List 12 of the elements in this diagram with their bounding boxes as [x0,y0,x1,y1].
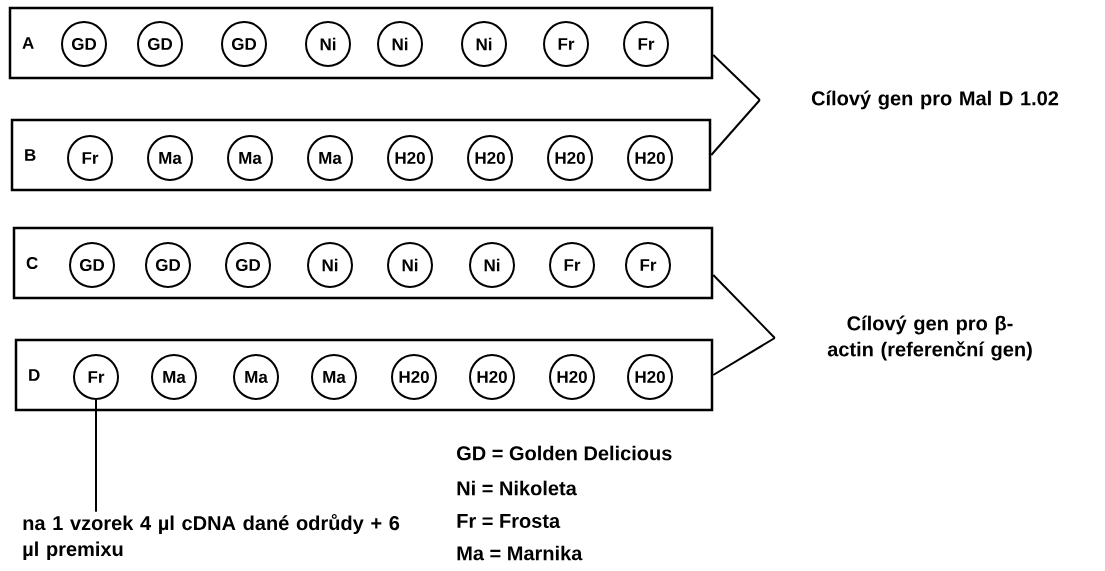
leader-line [95,399,97,513]
target-gene-label: Cílový gen pro Mal D 1.02 [811,90,1059,110]
connector-line [712,54,761,101]
target-gene-label: Cílový gen pro β-actin (referenční gen) [827,315,1032,361]
legend-text: GD = Golden Delicious [457,445,672,461]
connector-line [712,337,776,376]
connector-line [710,99,761,156]
legend-text: Ni = Nikoleta [457,480,577,496]
legend-text: Ma = Marnika [457,545,583,561]
legend-text: Fr = Frosta [457,514,561,528]
note-text: na 1 vzorek 4 µl cDNA dané odrůdy + 6 µl premixu [23,513,400,561]
connector-line [712,274,776,339]
